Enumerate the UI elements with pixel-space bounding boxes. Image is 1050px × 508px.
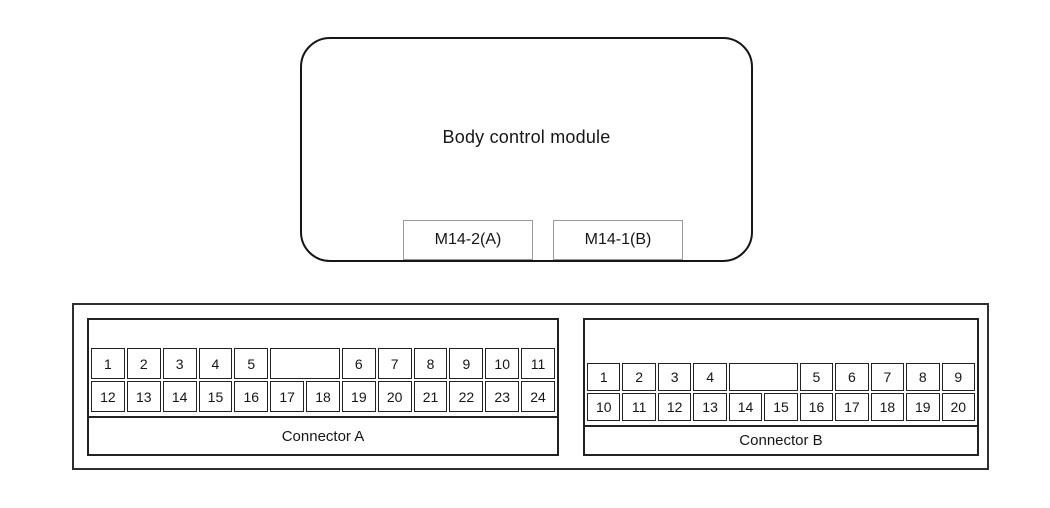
pin-cell: 12 xyxy=(657,393,692,421)
pin-cell: 1 xyxy=(587,363,621,391)
pin-cell: 9 xyxy=(449,348,484,379)
pin-cell: 15 xyxy=(764,393,798,421)
pin-cell: 2 xyxy=(622,363,656,391)
module-title: Body control module xyxy=(442,127,611,147)
connector-b-label: Connector B xyxy=(585,425,977,454)
pin-cell: 22 xyxy=(449,381,484,412)
pin-cell: 7 xyxy=(377,348,412,379)
pin-cell: 17 xyxy=(270,381,305,412)
pin-cell: 8 xyxy=(413,348,448,379)
pin-cell: 13 xyxy=(693,393,727,421)
pin-cell: 20 xyxy=(377,381,412,412)
pin-cell: 20 xyxy=(941,393,975,421)
pin-cell: 4 xyxy=(693,363,727,391)
pin-cell: 3 xyxy=(162,348,197,379)
pin-cell: 8 xyxy=(906,363,940,391)
pin-cell: 17 xyxy=(835,393,869,421)
pin-cell: 16 xyxy=(234,381,269,412)
pin-cell: 14 xyxy=(728,393,763,421)
pin-cell: 5 xyxy=(799,363,834,391)
pin-cell: 23 xyxy=(485,381,520,412)
body-control-module-box: Body control module M14-2(A) M14-1(B) xyxy=(300,37,753,262)
pin-cell: 19 xyxy=(906,393,940,421)
connector-tag-m14-1b: M14-1(B) xyxy=(553,220,683,260)
pin-cell: 10 xyxy=(485,348,520,379)
pin-cell: 3 xyxy=(657,363,692,391)
pin-cell: 15 xyxy=(198,381,233,412)
pin-cell: 12 xyxy=(91,381,125,412)
pin-cell: 18 xyxy=(306,381,340,412)
pin-cell: 9 xyxy=(941,363,975,391)
pin-cell: 5 xyxy=(234,348,269,379)
pin-cell: 14 xyxy=(162,381,197,412)
pin-cell: 24 xyxy=(521,381,555,412)
pin-cell: 21 xyxy=(413,381,448,412)
pin-cell: 19 xyxy=(341,381,376,412)
pin-cell: 4 xyxy=(198,348,233,379)
connector-a-label: Connector A xyxy=(89,416,557,454)
connector-tag-m14-2a: M14-2(A) xyxy=(403,220,533,260)
pin-cell: 10 xyxy=(587,393,621,421)
pin-cell: 6 xyxy=(835,363,869,391)
pin-cell: 13 xyxy=(126,381,161,412)
pin-cell: 2 xyxy=(126,348,161,379)
pin-cell: 16 xyxy=(799,393,834,421)
pin-cell: 7 xyxy=(870,363,905,391)
pin-gap-cell xyxy=(728,363,798,391)
pin-cell: 11 xyxy=(521,348,555,379)
pin-cell: 1 xyxy=(91,348,125,379)
connector-a-header-strip xyxy=(89,320,557,346)
pin-cell: 11 xyxy=(622,393,656,421)
pin-gap-cell xyxy=(270,348,340,379)
pin-cell: 6 xyxy=(341,348,376,379)
connector-b-header-strip xyxy=(585,320,977,361)
pin-cell: 18 xyxy=(870,393,905,421)
